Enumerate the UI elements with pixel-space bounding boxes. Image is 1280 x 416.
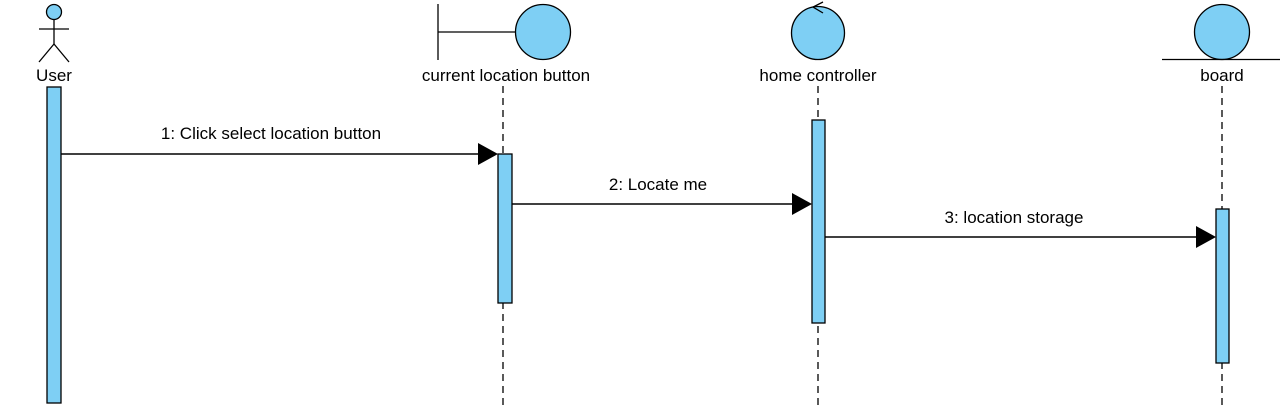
activation-bar-user	[46, 86, 62, 404]
activation-bars	[46, 86, 1230, 404]
boundary-icon	[437, 3, 572, 61]
participant-label-home-controller: home controller	[759, 66, 877, 85]
arrowhead-icon	[792, 193, 812, 215]
message-3[interactable]: 3: location storage	[825, 208, 1216, 248]
participant-board[interactable]: board	[1162, 3, 1280, 86]
arrowhead-icon	[1196, 226, 1216, 248]
participant-current-location-button[interactable]: current location button	[422, 3, 590, 85]
participant-label-board: board	[1200, 66, 1243, 85]
lifelines	[502, 86, 1223, 406]
control-icon	[790, 1, 846, 61]
entity-icon	[1162, 3, 1280, 61]
participant-label-user: User	[36, 66, 72, 85]
message-label-3: 3: location storage	[945, 208, 1084, 227]
activation-bar-board	[1215, 208, 1230, 364]
message-label-2: 2: Locate me	[609, 175, 707, 194]
participant-home-controller[interactable]: home controller	[759, 1, 877, 85]
arrowhead-icon	[478, 143, 498, 165]
actor-stick-figure-icon	[38, 3, 70, 63]
message-2[interactable]: 2: Locate me	[512, 175, 812, 215]
participant-user[interactable]: User	[36, 3, 72, 86]
participant-label-current-location-button: current location button	[422, 66, 590, 85]
message-1[interactable]: 1: Click select location button	[61, 124, 498, 165]
activation-bar-current-location-button	[497, 153, 513, 304]
message-label-1: 1: Click select location button	[161, 124, 381, 143]
activation-bar-home-controller	[811, 119, 826, 324]
